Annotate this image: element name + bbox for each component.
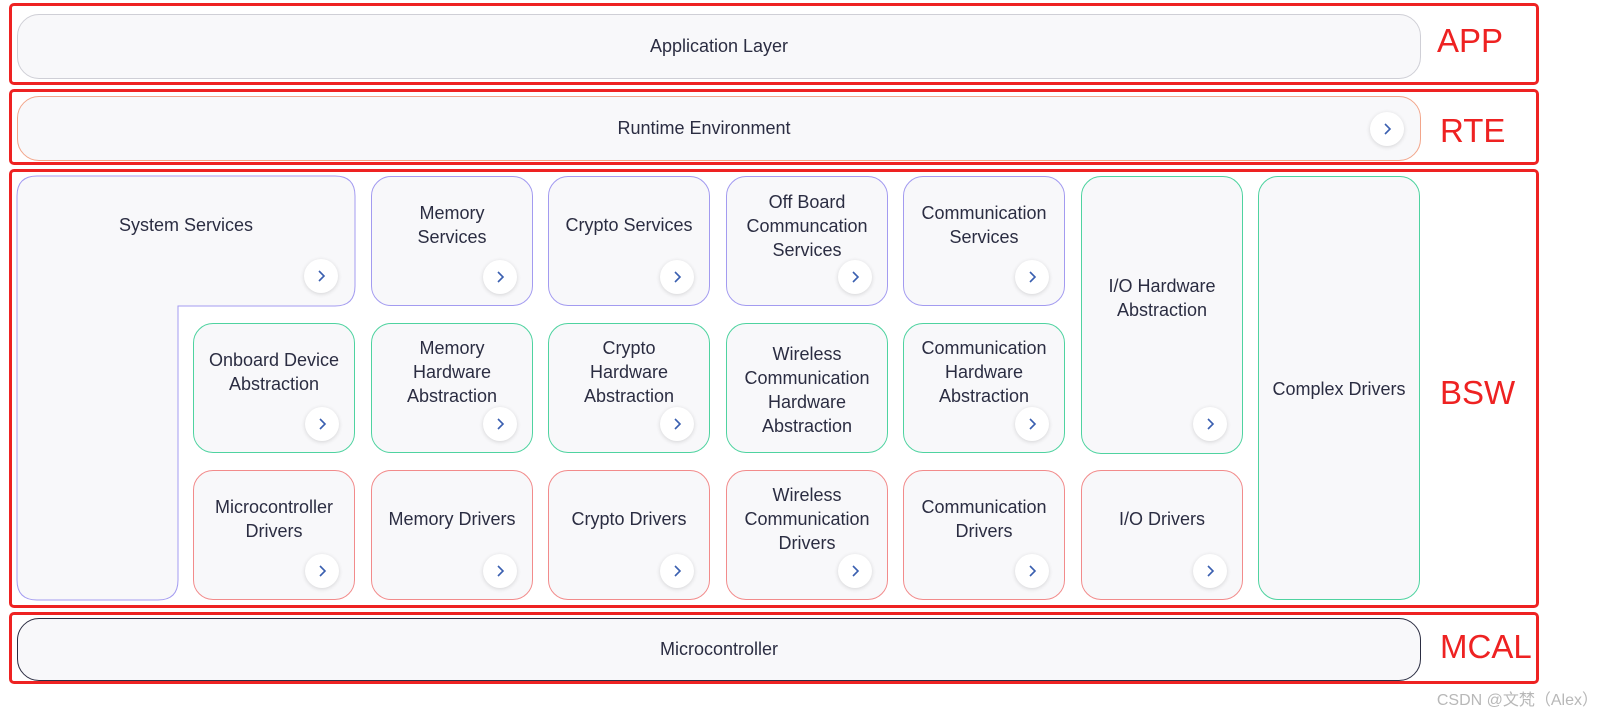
memory-hw-abstraction-expand-button[interactable] bbox=[483, 407, 517, 441]
wireless-comm-hw-abstraction-label: Wireless Communication Hardware Abstract… bbox=[744, 344, 870, 436]
chevron-right-icon bbox=[497, 565, 505, 577]
chevron-right-icon bbox=[1384, 123, 1392, 135]
memory-services[interactable]: Memory Services bbox=[371, 176, 533, 306]
offboard-services-expand-button[interactable] bbox=[838, 260, 872, 294]
application-layer-label: Application Layer bbox=[649, 36, 789, 56]
chevron-right-icon bbox=[497, 271, 505, 283]
crypto-hw-abstraction-expand-button[interactable] bbox=[660, 407, 694, 441]
complex-drivers-label: Complex Drivers bbox=[1272, 379, 1406, 399]
rte-frame bbox=[9, 89, 1539, 165]
watermark: CSDN @文梵（Alex） bbox=[1436, 692, 1598, 709]
complex-drivers[interactable]: Complex Drivers bbox=[1258, 176, 1420, 600]
communication-services[interactable]: Communication Services bbox=[903, 176, 1065, 306]
system-services-expand-button[interactable] bbox=[304, 259, 338, 293]
chevron-right-icon bbox=[1207, 565, 1215, 577]
communication-services-label: Communication Services bbox=[921, 203, 1047, 247]
memory-hardware-abstraction[interactable]: Memory Hardware Abstraction bbox=[371, 323, 533, 453]
memory-hardware-abstraction-label: Memory Hardware Abstraction bbox=[406, 338, 498, 406]
onboard-device-abstraction[interactable]: Onboard Device Abstraction bbox=[193, 323, 355, 453]
io-drivers-label: I/O Drivers bbox=[1118, 509, 1205, 529]
crypto-drivers[interactable]: Crypto Drivers bbox=[548, 470, 710, 600]
chevron-right-icon bbox=[1029, 418, 1037, 430]
communication-hardware-abstraction[interactable]: Communication Hardware Abstraction bbox=[903, 323, 1065, 453]
microcontroller-layer[interactable]: Microcontroller bbox=[17, 618, 1421, 681]
communication-drivers[interactable]: Communication Drivers bbox=[903, 470, 1065, 600]
offboard-communication-services[interactable]: Off Board Communcation Services bbox=[726, 176, 888, 306]
wireless-comm-drivers-label: Wireless Communication Drivers bbox=[744, 485, 870, 553]
comm-hardware-abstraction-label: Communication Hardware Abstraction bbox=[921, 338, 1047, 406]
system-services-label: System Services bbox=[118, 215, 254, 235]
chevron-right-icon bbox=[318, 270, 326, 282]
crypto-services-label: Crypto Services bbox=[565, 215, 693, 235]
microcontroller-drivers-label: Microcontroller Drivers bbox=[214, 497, 334, 541]
memory-services-label: Memory Services bbox=[417, 203, 487, 247]
communication-services-expand-button[interactable] bbox=[1015, 260, 1049, 294]
chevron-right-icon bbox=[674, 418, 682, 430]
memory-drivers-expand-button[interactable] bbox=[483, 554, 517, 588]
app-frame bbox=[9, 3, 1539, 85]
chevron-right-icon bbox=[319, 565, 327, 577]
chevron-right-icon bbox=[674, 271, 682, 283]
bsw-tag: BSW bbox=[1440, 374, 1516, 411]
crypto-services-expand-button[interactable] bbox=[660, 260, 694, 294]
memory-services-expand-button[interactable] bbox=[483, 260, 517, 294]
onboard-device-abstraction-label: Onboard Device Abstraction bbox=[208, 350, 340, 394]
comm-hw-abstraction-expand-button[interactable] bbox=[1015, 407, 1049, 441]
io-hw-abstraction-expand-button[interactable] bbox=[1193, 407, 1227, 441]
offboard-communication-services-label: Off Board Communcation Services bbox=[746, 192, 868, 260]
io-drivers[interactable]: I/O Drivers bbox=[1081, 470, 1243, 600]
microcontroller-drivers-expand-button[interactable] bbox=[305, 554, 339, 588]
io-hardware-abstraction[interactable]: I/O Hardware Abstraction bbox=[1081, 176, 1243, 454]
application-layer[interactable]: Application Layer bbox=[17, 14, 1421, 79]
chevron-right-icon bbox=[497, 418, 505, 430]
rte-expand-button[interactable] bbox=[1370, 112, 1404, 146]
microcontroller-drivers[interactable]: Microcontroller Drivers bbox=[193, 470, 355, 600]
chevron-right-icon bbox=[852, 565, 860, 577]
bsw-frame bbox=[9, 169, 1539, 608]
crypto-hardware-abstraction[interactable]: Crypto Hardware Abstraction bbox=[548, 323, 710, 453]
chevron-right-icon bbox=[1029, 271, 1037, 283]
io-drivers-expand-button[interactable] bbox=[1193, 554, 1227, 588]
communication-drivers-expand-button[interactable] bbox=[1015, 554, 1049, 588]
rte-tag: RTE bbox=[1440, 112, 1506, 149]
communication-drivers-label: Communication Drivers bbox=[921, 497, 1047, 541]
runtime-environment[interactable]: Runtime Environment bbox=[17, 96, 1421, 161]
memory-drivers-label: Memory Drivers bbox=[388, 509, 516, 529]
wireless-communication-drivers[interactable]: Wireless Communication Drivers bbox=[726, 470, 888, 600]
chevron-right-icon bbox=[1029, 565, 1037, 577]
memory-drivers[interactable]: Memory Drivers bbox=[371, 470, 533, 600]
system-services[interactable]: System Services bbox=[17, 176, 355, 306]
crypto-services[interactable]: Crypto Services bbox=[548, 176, 710, 306]
onboard-device-expand-button[interactable] bbox=[305, 407, 339, 441]
chevron-right-icon bbox=[319, 418, 327, 430]
microcontroller-label: Microcontroller bbox=[659, 639, 779, 659]
chevron-right-icon bbox=[674, 565, 682, 577]
crypto-drivers-expand-button[interactable] bbox=[660, 554, 694, 588]
chevron-right-icon bbox=[852, 271, 860, 283]
mcal-frame bbox=[9, 612, 1539, 684]
crypto-drivers-label: Crypto Drivers bbox=[571, 509, 687, 529]
mcal-tag: MCAL bbox=[1440, 628, 1532, 665]
wireless-drivers-expand-button[interactable] bbox=[838, 554, 872, 588]
chevron-right-icon bbox=[1207, 418, 1215, 430]
crypto-hardware-abstraction-label: Crypto Hardware Abstraction bbox=[583, 338, 675, 406]
wireless-communication-hardware-abstraction[interactable]: Wireless Communication Hardware Abstract… bbox=[726, 323, 888, 453]
runtime-environment-label: Runtime Environment bbox=[617, 118, 791, 138]
io-hardware-abstraction-label: I/O Hardware Abstraction bbox=[1108, 276, 1216, 320]
app-tag: APP bbox=[1437, 22, 1504, 59]
